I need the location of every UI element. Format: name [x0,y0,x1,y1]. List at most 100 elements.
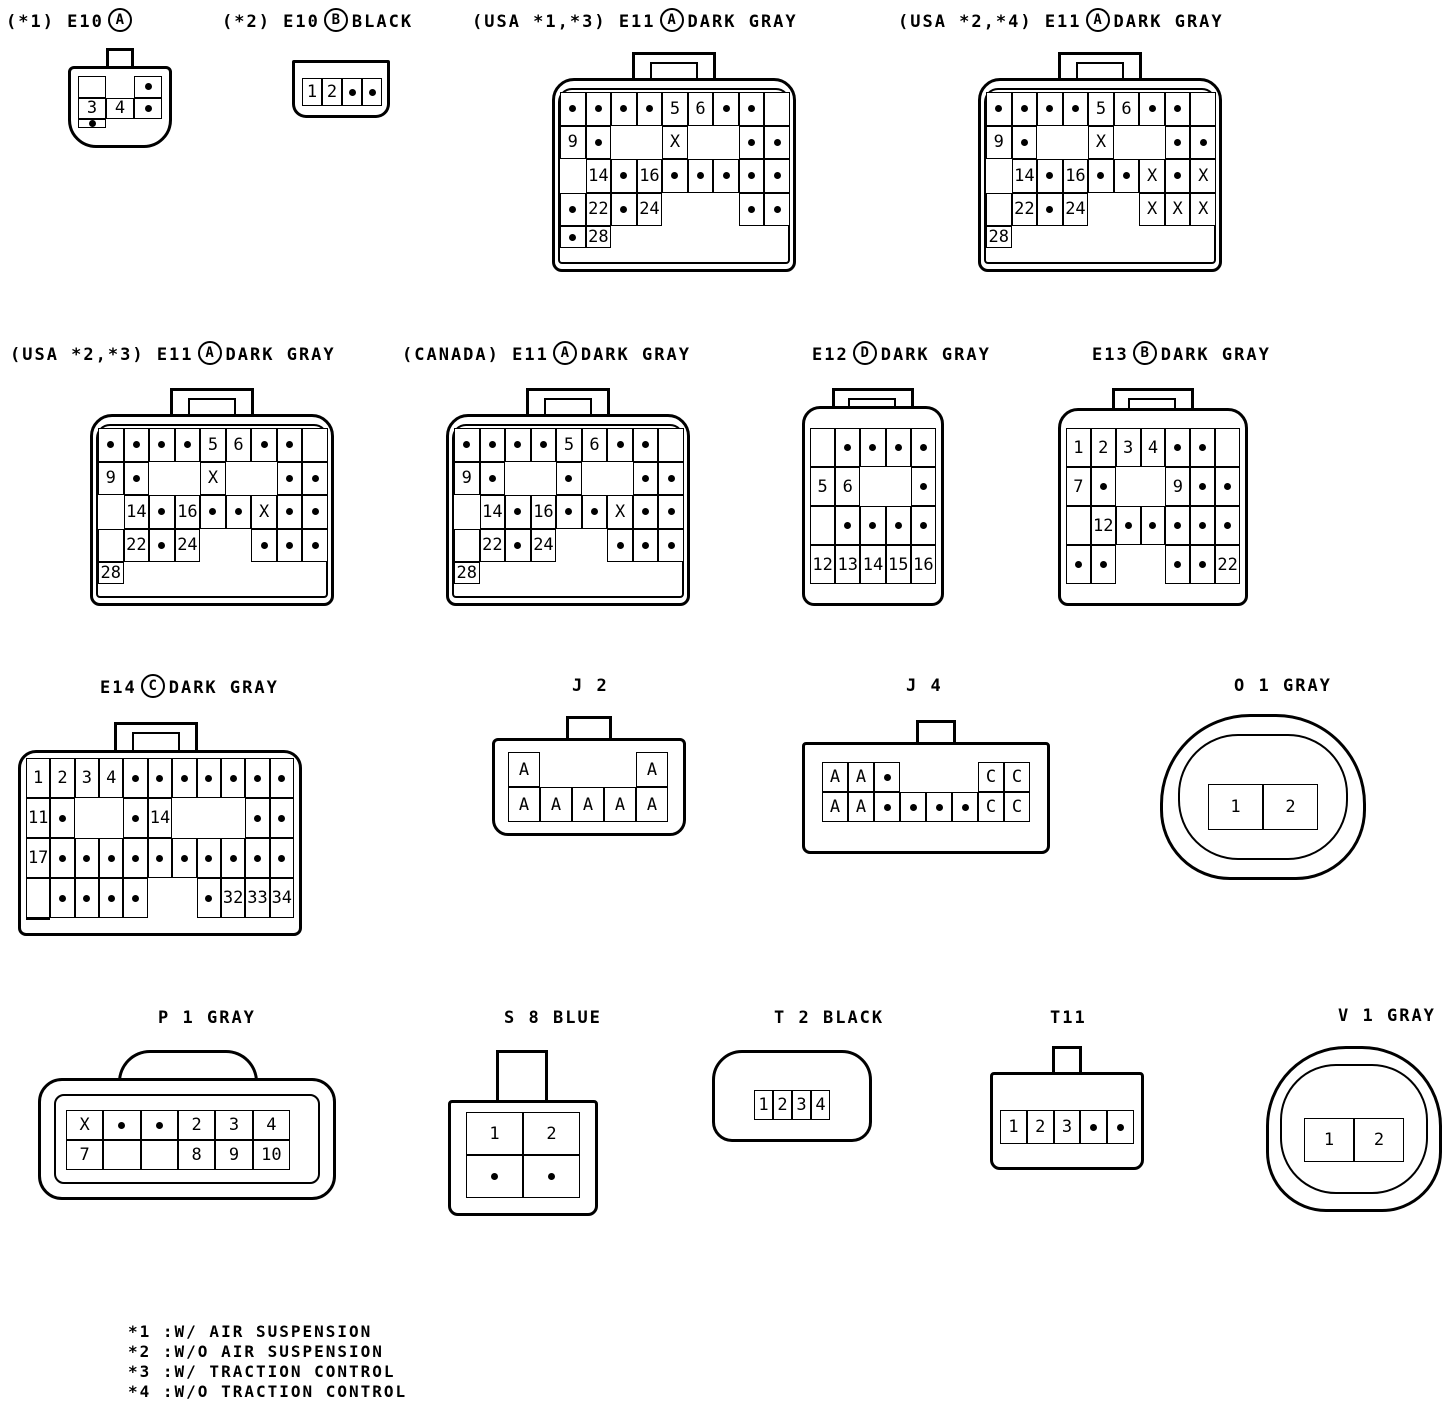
pin-cavity-empty [658,428,684,462]
title-suffix: DARK GRAY [225,345,336,365]
pin-cavity-filled [134,97,162,119]
pin-cavity-filled [342,78,362,106]
pin-number: 13 [835,545,861,584]
connector-inner-frame [54,1094,320,1184]
pin-gap [611,126,637,160]
connector-latch [1052,1046,1082,1076]
pin-gap [713,193,739,227]
title-suffix: DARK GRAY [1160,345,1271,365]
pin-number: 16 [636,159,663,193]
connector-latch [496,1050,548,1102]
pin-number: 6 [581,428,608,462]
pin-number: 2 [50,758,75,798]
title-prefix: O 1 [1234,676,1271,696]
connector-circle-letter: B [1132,341,1157,365]
pin-number: 4 [1140,428,1166,467]
pin-cavity-filled [1011,92,1038,126]
connector-latch-tab [132,732,180,752]
pin-gap [886,467,911,506]
title-prefix: (*1) E10 [6,12,104,32]
pin-number: 2 [177,1110,216,1140]
pin-number: 6 [687,92,714,126]
pin-cavity-filled [560,192,586,226]
pin-number: 10 [252,1140,290,1170]
pin-cavity-filled [479,428,506,462]
pin-number: 28 [98,562,124,584]
pin-number: A [822,762,848,792]
pin-cavity-filled [1140,506,1166,545]
pin-cavity-filled [585,125,612,159]
pin-gap [713,126,739,160]
pin-cavity-filled [1090,545,1116,584]
pin-cavity-filled [1164,125,1191,159]
pin-cavity-filled [607,428,633,462]
pin-cavity-filled [1190,545,1216,584]
pin-number: 2 [1026,1110,1054,1144]
pin-number: A [508,787,540,822]
pin-cavity-filled [632,461,659,495]
pin-cavity-filled [1066,545,1091,584]
pin-number: 9 [215,1140,253,1170]
connector-circle-letter: D [852,341,877,365]
pin-cavity-filled [123,798,148,838]
pin-cavity-filled [713,92,739,126]
pin-number: 16 [1062,159,1089,193]
pin-cavity-filled [1113,159,1140,193]
connector-latch [118,1050,258,1082]
pin-number: 24 [1062,192,1089,226]
pin-cavity-filled [1107,1110,1134,1144]
connector-title-p1: P 1 GRAY [158,1008,256,1028]
title-prefix: (USA *2,*4) E11 [898,12,1082,32]
pin-cavity-filled [986,92,1012,126]
pin-number: 1 [1304,1118,1354,1162]
pin-gap [75,798,99,838]
pin-cavity-filled [149,528,175,562]
pin-cavity-filled [1190,428,1216,467]
pin-cavity-filled [560,92,586,126]
pin-cavity-filled [632,528,659,562]
pin-number: 17 [26,838,51,878]
pin-number: 2 [1263,784,1318,830]
pin-cavity-empty [1190,92,1216,126]
pin-number: A [822,792,848,822]
title-suffix: GRAY [1386,1006,1436,1026]
title-prefix: E14 [100,678,137,698]
title-prefix: T11 [1050,1008,1087,1028]
pin-number: 3 [1053,1110,1081,1144]
pin-gap [1063,126,1089,160]
pin-cavity-filled [140,1110,178,1140]
pin-gap [1088,193,1114,227]
pin-cavity-filled [134,76,162,98]
pin-number: 3 [215,1110,253,1140]
pin-number: 14 [585,159,612,193]
footnote: *1 :W/ AIR SUSPENSION [128,1322,373,1341]
pin-gap [1139,126,1165,160]
pin-cavity-filled [1190,506,1216,545]
pin-number: X [1139,192,1165,226]
pin-number: 1 [26,758,51,798]
pin-cavity-filled [713,159,739,193]
connector-title-o1: O 1 GRAY [1234,676,1332,696]
pin-cavity-filled [505,495,531,529]
pin-number: C [1004,762,1030,792]
pin-cavity-filled [764,192,790,226]
pin-cavity-filled [196,838,221,878]
pin-cavity-filled [530,428,557,462]
pin-cavity-filled [632,428,659,462]
pin-number: 5 [662,92,688,126]
title-suffix: BLUE [552,1008,602,1028]
pin-number: 1 [466,1112,523,1155]
footnote: *2 :W/O AIR SUSPENSION [128,1342,384,1361]
pin-number: 28 [585,226,612,248]
